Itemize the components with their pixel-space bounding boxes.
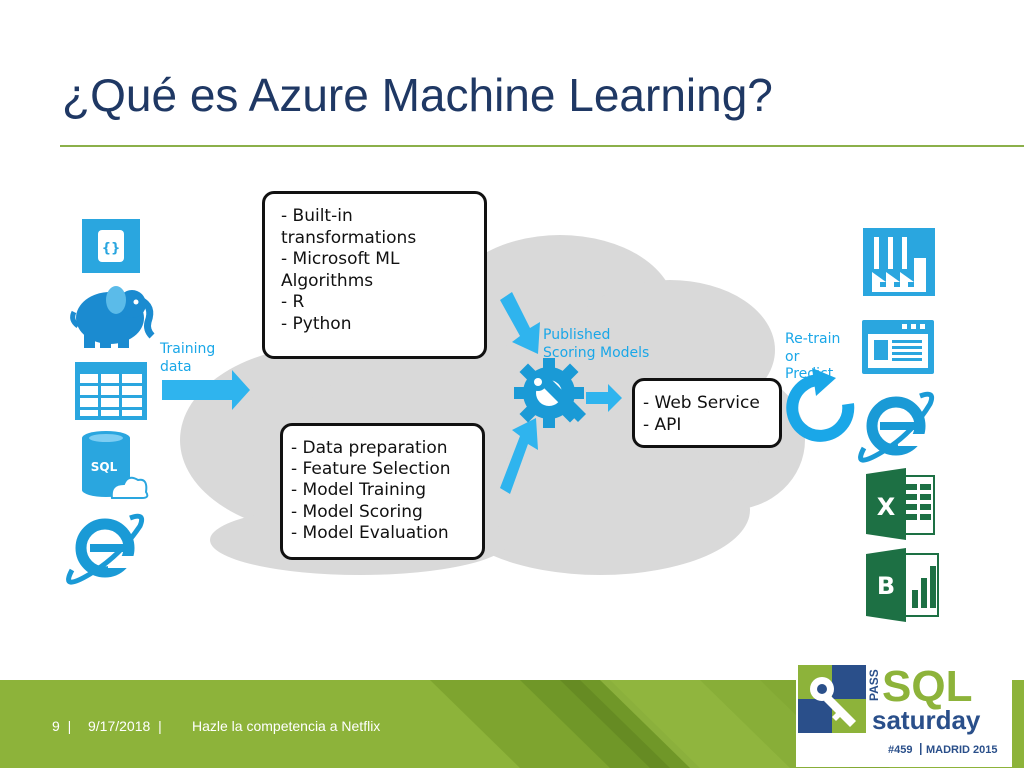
- logo-sql: SQL: [882, 662, 972, 711]
- sql-database-icon: SQL: [82, 431, 149, 499]
- web-service-box: - Web Service - API: [632, 378, 782, 448]
- builtin-algorithms-box: - Built-in transformations - Microsoft M…: [262, 191, 487, 359]
- gear-wrench-icon: [514, 358, 586, 428]
- talk-title: Hazle la competencia a Netflix: [192, 718, 381, 734]
- hadoop-elephant-icon: [70, 286, 155, 348]
- web-app-icon: [862, 320, 934, 374]
- internet-explorer-icon-right: [858, 391, 935, 463]
- excel-icon: X: [866, 468, 935, 540]
- sql-saturday-logo: PASS SQL saturday #459 MADRID 2015: [796, 655, 1012, 767]
- service-arrow: [586, 384, 622, 412]
- storage-icon: {}: [82, 219, 140, 273]
- logo-city: MADRID 2015: [926, 744, 998, 756]
- slide-title: ¿Qué es Azure Machine Learning?: [62, 69, 773, 121]
- table-icon: [75, 362, 147, 420]
- internet-explorer-icon-left: [66, 513, 145, 585]
- svg-text:X: X: [877, 493, 896, 521]
- factory-icon: [863, 228, 935, 296]
- retrain-predict-label: Re-train or Predict: [785, 331, 841, 382]
- gear-input-arrows: [500, 292, 540, 494]
- svg-text:{}: {}: [102, 241, 121, 256]
- ml-pipeline-box: - Data preparation - Feature Selection -…: [280, 423, 485, 560]
- training-arrow: [162, 370, 250, 410]
- svg-text:B: B: [877, 572, 895, 600]
- ml-diagram: {} SQL: [66, 219, 939, 622]
- logo-pass: PASS: [867, 669, 881, 701]
- published-models-label: Published Scoring Models: [543, 327, 650, 361]
- sql-icon-text: SQL: [91, 460, 118, 474]
- title-rule: [60, 145, 1024, 147]
- training-data-label: Training data: [160, 341, 216, 375]
- slide-number: 9 |: [52, 718, 72, 734]
- logo-event-number: #459: [888, 744, 912, 756]
- refresh-icon: [786, 368, 855, 442]
- bi-icon: B: [866, 548, 939, 622]
- logo-saturday: saturday: [872, 705, 981, 735]
- pass-key-icon: [798, 665, 866, 733]
- slide-date: 9/17/2018 |: [88, 718, 162, 734]
